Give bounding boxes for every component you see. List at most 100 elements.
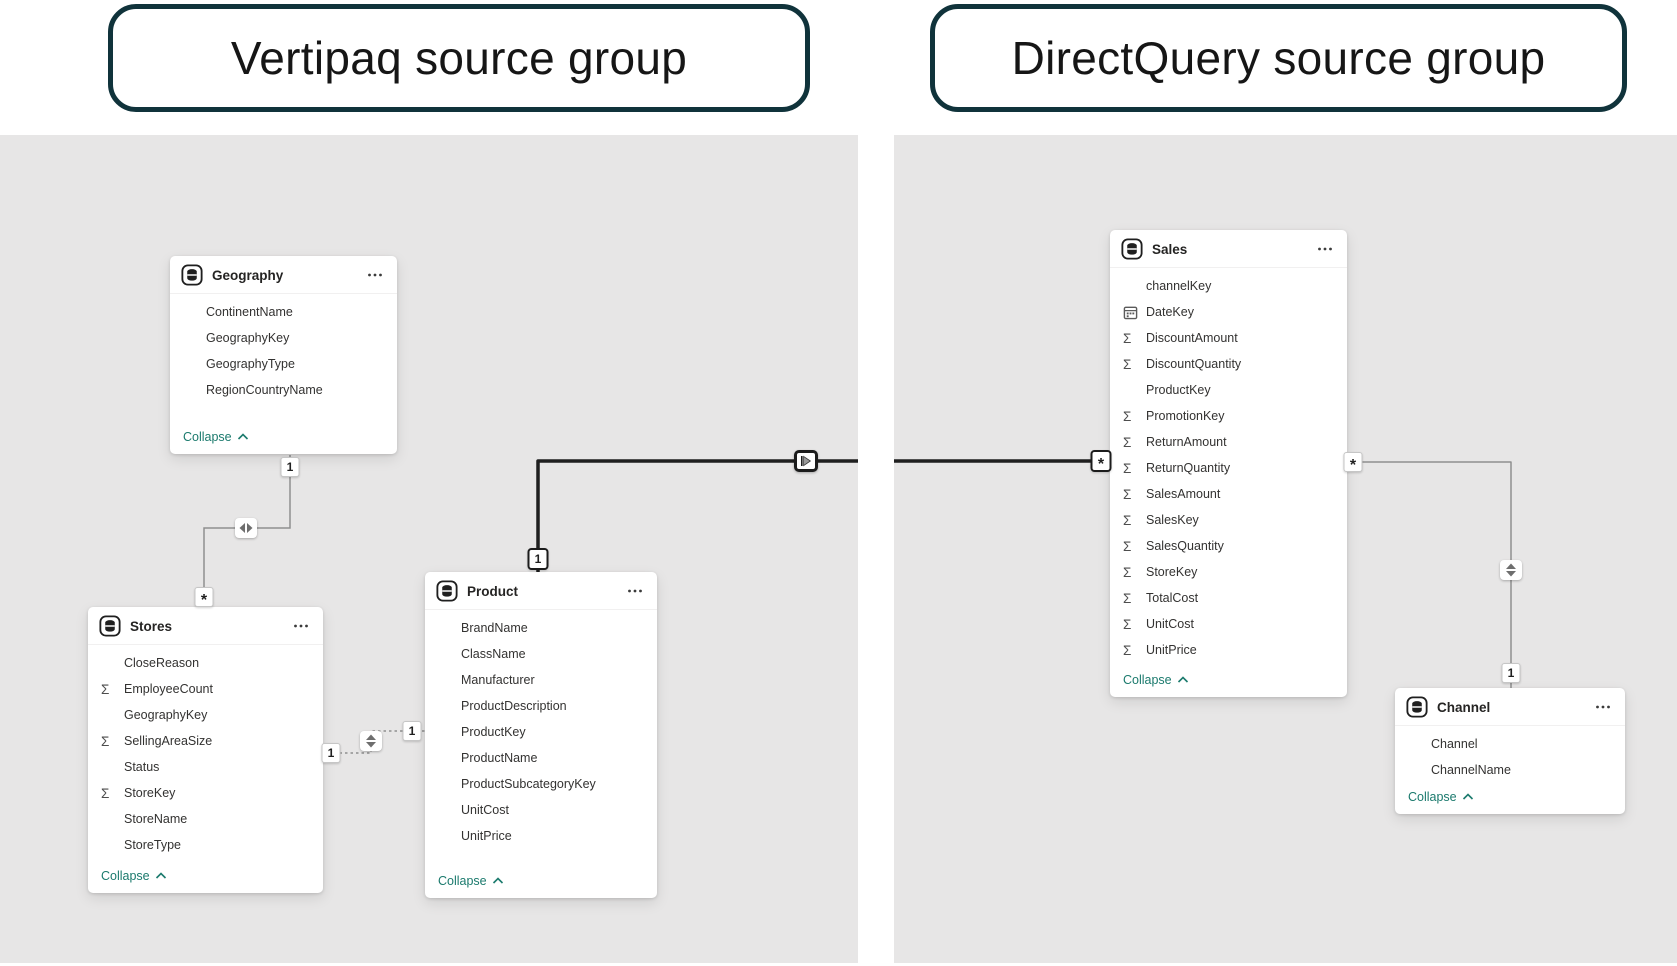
collapse-button[interactable]: Collapse xyxy=(1395,784,1625,814)
more-options-button[interactable] xyxy=(625,584,645,598)
collapse-button[interactable]: Collapse xyxy=(1110,667,1347,697)
field-row[interactable]: RegionCountryName xyxy=(170,377,397,403)
field-name: BrandName xyxy=(461,621,528,635)
field-name: GeographyKey xyxy=(206,331,290,345)
field-row[interactable]: GeographyKey xyxy=(170,325,397,351)
field-row[interactable]: Σ UnitCost xyxy=(1110,611,1347,637)
more-options-button[interactable] xyxy=(365,268,385,282)
field-name: EmployeeCount xyxy=(124,682,213,696)
field-row[interactable]: ProductSubcategoryKey xyxy=(425,771,657,797)
field-row[interactable]: GeographyType xyxy=(170,351,397,377)
field-name: DiscountQuantity xyxy=(1146,357,1242,371)
field-row[interactable]: Channel xyxy=(1395,731,1625,757)
cardinality-badge-sales-many-cross[interactable]: * xyxy=(1090,450,1112,473)
collapse-label: Collapse xyxy=(101,869,150,883)
cardinality-badge-geography-one[interactable]: 1 xyxy=(280,457,300,477)
field-row[interactable]: BrandName xyxy=(425,615,657,641)
collapse-button[interactable]: Collapse xyxy=(425,868,657,898)
sigma-icon: Σ xyxy=(1123,590,1132,606)
field-row[interactable]: StoreName xyxy=(88,806,323,832)
table-header[interactable]: Channel xyxy=(1395,688,1625,726)
cardinality-badge-product-one-cross[interactable]: 1 xyxy=(527,548,549,570)
table-header[interactable]: Product xyxy=(425,572,657,610)
field-row[interactable]: Manufacturer xyxy=(425,667,657,693)
calendar-icon xyxy=(1123,305,1146,320)
field-row[interactable]: Σ SalesAmount xyxy=(1110,481,1347,507)
cardinality-badge-stores-one[interactable]: 1 xyxy=(321,743,341,763)
field-row[interactable]: ProductKey xyxy=(425,719,657,745)
field-row[interactable]: DateKey xyxy=(1110,299,1347,325)
field-row[interactable]: ContinentName xyxy=(170,299,397,325)
field-row[interactable]: channelKey xyxy=(1110,273,1347,299)
cardinality-badge-channel-one[interactable]: 1 xyxy=(1501,663,1521,683)
directquery-source-group-label-text: DirectQuery source group xyxy=(1011,32,1546,84)
field-row[interactable]: ProductName xyxy=(425,745,657,771)
field-row[interactable]: Status xyxy=(88,754,323,780)
sigma-icon: Σ xyxy=(101,681,110,697)
sigma-icon: Σ xyxy=(101,785,110,801)
field-name: UnitCost xyxy=(1146,617,1194,631)
more-options-button[interactable] xyxy=(291,619,311,633)
sigma-icon: Σ xyxy=(1123,460,1132,476)
field-row[interactable]: ProductKey xyxy=(1110,377,1347,403)
sigma-icon: Σ xyxy=(1123,616,1132,632)
cardinality-badge-sales-many[interactable]: * xyxy=(1343,452,1363,474)
field-name: DiscountAmount xyxy=(1146,331,1238,345)
field-name: UnitCost xyxy=(461,803,509,817)
collapse-button[interactable]: Collapse xyxy=(88,863,323,893)
more-options-button[interactable] xyxy=(1593,700,1613,714)
field-name: ClassName xyxy=(461,647,526,661)
sigma-icon: Σ xyxy=(1123,486,1132,502)
both-directions-icon[interactable] xyxy=(1500,560,1522,580)
cardinality-badge-product-one[interactable]: 1 xyxy=(402,721,422,741)
field-row[interactable]: UnitPrice xyxy=(425,823,657,849)
field-row[interactable]: GeographyKey xyxy=(88,702,323,728)
both-directions-icon[interactable] xyxy=(360,731,382,751)
field-row[interactable]: ChannelName xyxy=(1395,757,1625,783)
field-name: TotalCost xyxy=(1146,591,1199,605)
collapse-label: Collapse xyxy=(183,430,232,444)
field-row[interactable]: UnitCost xyxy=(425,797,657,823)
limited-relationship-icon[interactable] xyxy=(794,450,818,472)
field-name: GeographyKey xyxy=(124,708,208,722)
sigma-icon: Σ xyxy=(1123,434,1132,450)
field-row[interactable]: StoreType xyxy=(88,832,323,858)
field-name: ProductName xyxy=(461,751,538,765)
table-header[interactable]: Geography xyxy=(170,256,397,294)
collapse-button[interactable]: Collapse xyxy=(170,424,397,454)
field-row[interactable]: Σ EmployeeCount xyxy=(88,676,323,702)
both-directions-icon[interactable] xyxy=(235,518,257,538)
sigma-icon: Σ xyxy=(1123,512,1132,528)
table-header[interactable]: Stores xyxy=(88,607,323,645)
table-header[interactable]: Sales xyxy=(1110,230,1347,268)
more-options-button[interactable] xyxy=(1315,242,1335,256)
field-row[interactable]: CloseReason xyxy=(88,650,323,676)
field-name: Status xyxy=(124,760,160,774)
field-name: SalesAmount xyxy=(1146,487,1221,501)
field-name: GeographyType xyxy=(206,357,295,371)
cardinality-badge-stores-many[interactable]: * xyxy=(194,587,214,609)
field-name: ProductKey xyxy=(461,725,526,739)
field-row[interactable]: ClassName xyxy=(425,641,657,667)
sigma-icon: Σ xyxy=(1123,538,1132,554)
field-row[interactable]: Σ TotalCost xyxy=(1110,585,1347,611)
field-row[interactable]: ProductDescription xyxy=(425,693,657,719)
